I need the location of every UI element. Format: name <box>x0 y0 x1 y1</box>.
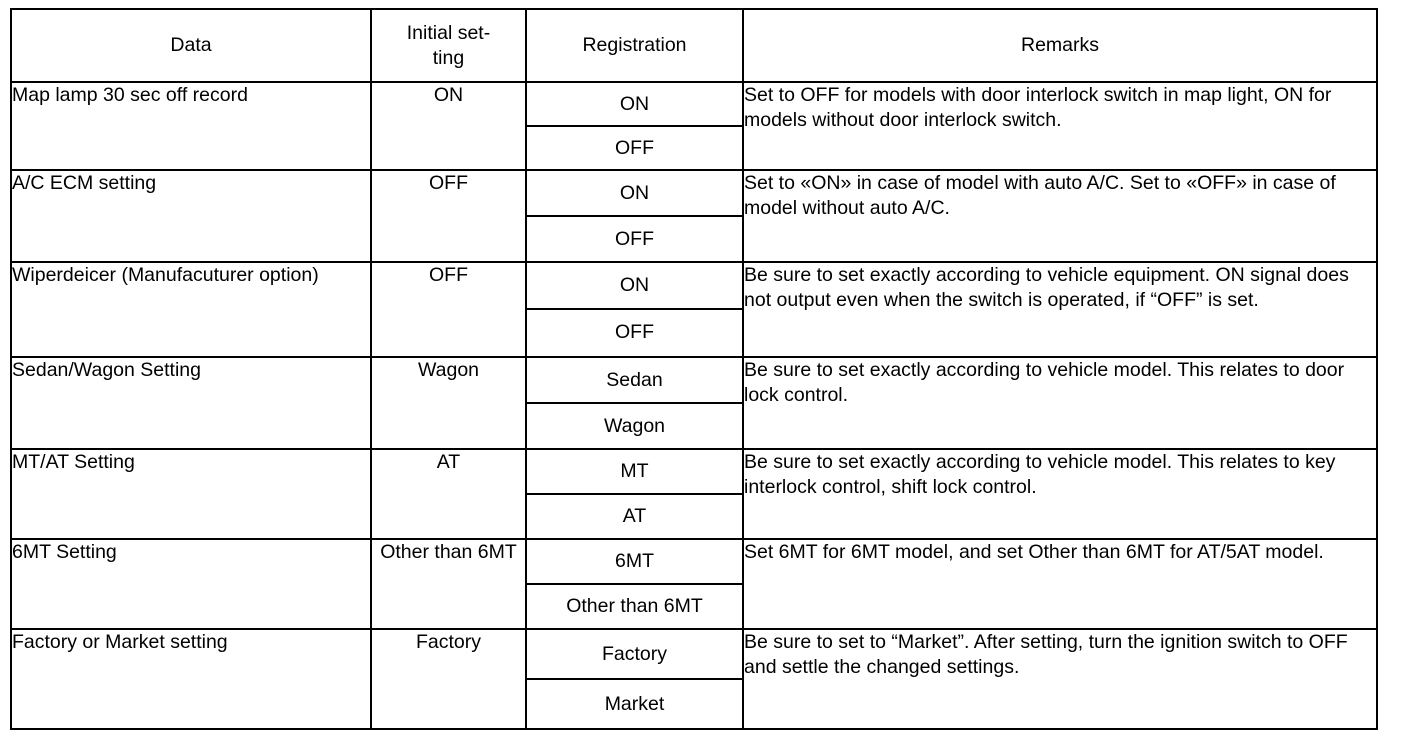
registration-option: OFF <box>615 321 654 344</box>
registration-option: Sedan <box>527 358 742 404</box>
registration-options: Sedan Wagon <box>527 358 742 448</box>
registration-option: OFF <box>615 227 654 250</box>
cell-initial-setting: OFF <box>370 169 527 263</box>
cell-registration: ON OFF <box>525 81 744 171</box>
column-header-initial-line2: ting <box>432 46 465 69</box>
cell-registration: ON OFF <box>525 169 744 263</box>
cell-remarks: Be sure to set exactly according to vehi… <box>742 261 1378 358</box>
cell-data: MT/AT Setting <box>10 448 372 540</box>
column-header-data: Data <box>10 8 372 83</box>
cell-initial-setting: Other than 6MT <box>370 538 527 630</box>
registration-options: MT AT <box>527 450 742 538</box>
registration-option: ON <box>527 263 742 310</box>
cell-data: Sedan/Wagon Setting <box>10 356 372 450</box>
column-header-registration: Registration <box>525 8 744 83</box>
cell-registration: Factory Market <box>525 628 744 730</box>
table-row: Factory or Market setting Factory Factor… <box>10 628 1378 730</box>
table-row: 6MT Setting Other than 6MT 6MT Other tha… <box>10 538 1378 630</box>
page-canvas: Data Initial set-ting Registration Remar… <box>10 8 1378 730</box>
registration-option: MT <box>527 450 742 495</box>
cell-remarks: Set 6MT for 6MT model, and set Other tha… <box>742 538 1378 630</box>
registration-option: Market <box>604 692 665 715</box>
table-header-row: Data Initial set-ting Registration Remar… <box>10 8 1378 83</box>
registration-option: Factory <box>527 630 742 680</box>
registration-option: Wagon <box>603 414 666 437</box>
cell-data: Map lamp 30 sec off record <box>10 81 372 171</box>
cell-registration: ON OFF <box>525 261 744 358</box>
cell-registration: 6MT Other than 6MT <box>525 538 744 630</box>
column-header-initial-setting: Initial set-ting <box>370 8 527 83</box>
registration-option: AT <box>622 505 647 528</box>
table-row: Map lamp 30 sec off record ON ON OFF Set… <box>10 81 1378 171</box>
cell-initial-setting: Factory <box>370 628 527 730</box>
cell-initial-setting: ON <box>370 81 527 171</box>
cell-remarks: Set to «ON» in case of model with auto A… <box>742 169 1378 263</box>
cell-registration: MT AT <box>525 448 744 540</box>
registration-option: ON <box>527 83 742 127</box>
cell-data: Wiperdeicer (Manufacuturer option) <box>10 261 372 358</box>
table-row: Sedan/Wagon Setting Wagon Sedan Wagon Be… <box>10 356 1378 450</box>
column-header-remarks: Remarks <box>742 8 1378 83</box>
registration-options: ON OFF <box>527 171 742 261</box>
cell-registration: Sedan Wagon <box>525 356 744 450</box>
cell-initial-setting: OFF <box>370 261 527 358</box>
registration-options: 6MT Other than 6MT <box>527 540 742 628</box>
cell-data: Factory or Market setting <box>10 628 372 730</box>
cell-remarks: Be sure to set exactly according to vehi… <box>742 448 1378 540</box>
cell-initial-setting: Wagon <box>370 356 527 450</box>
column-header-initial-line1: Initial set- <box>406 21 491 44</box>
cell-remarks: Be sure to set to “Market”. After settin… <box>742 628 1378 730</box>
cell-remarks: Set to OFF for models with door interloc… <box>742 81 1378 171</box>
table-row: Wiperdeicer (Manufacuturer option) OFF O… <box>10 261 1378 358</box>
table-row: A/C ECM setting OFF ON OFF Set to «ON» i… <box>10 169 1378 263</box>
registration-options: ON OFF <box>527 83 742 169</box>
registration-options: ON OFF <box>527 263 742 355</box>
cell-data: A/C ECM setting <box>10 169 372 263</box>
settings-specification-table: Data Initial set-ting Registration Remar… <box>10 8 1378 730</box>
registration-option: OFF <box>615 136 654 159</box>
table-row: MT/AT Setting AT MT AT Be sure to set ex… <box>10 448 1378 540</box>
cell-data: 6MT Setting <box>10 538 372 630</box>
registration-options: Factory Market <box>527 630 742 728</box>
registration-option: ON <box>527 171 742 217</box>
registration-option: 6MT <box>527 540 742 585</box>
registration-option: Other than 6MT <box>566 595 703 618</box>
cell-remarks: Be sure to set exactly according to vehi… <box>742 356 1378 450</box>
cell-initial-setting: AT <box>370 448 527 540</box>
